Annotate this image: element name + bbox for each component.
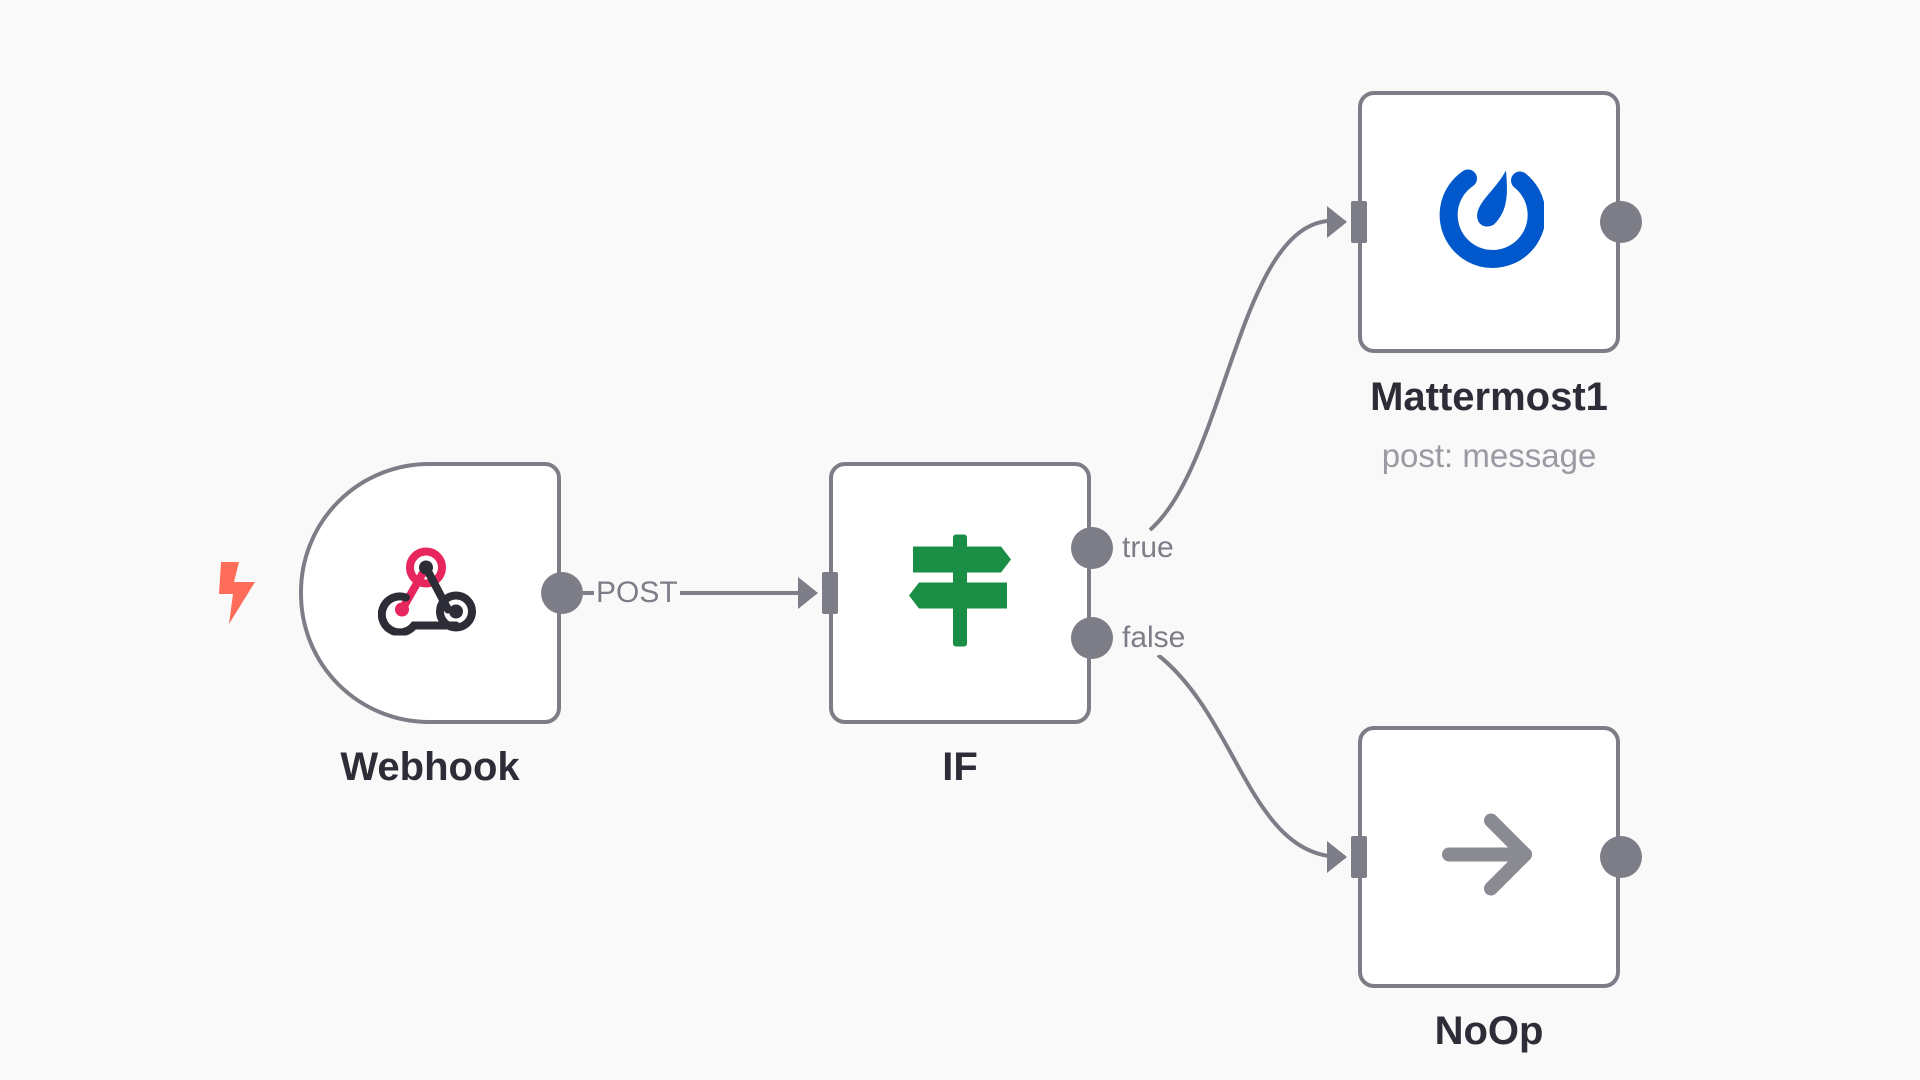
webhook-title: Webhook: [340, 745, 520, 789]
node-mattermost[interactable]: [1358, 91, 1620, 353]
if-title: IF: [942, 745, 978, 789]
webhook-output-handle[interactable]: [541, 572, 583, 614]
if-false-label: false: [1120, 621, 1188, 655]
arrow-right-icon: [1441, 807, 1537, 908]
noop-input-handle[interactable]: [1351, 836, 1367, 878]
mattermost-subtitle: post: message: [1381, 437, 1597, 474]
node-webhook[interactable]: [299, 462, 561, 724]
mattermost-title: Mattermost1: [1370, 375, 1608, 419]
if-false-output-handle[interactable]: [1071, 617, 1113, 659]
webhook-output-label: POST: [594, 576, 680, 610]
connection-if-true-mattermost[interactable]: [1148, 218, 1346, 532]
if-input-handle[interactable]: [822, 572, 838, 614]
signpost-icon: [905, 534, 1015, 652]
if-true-label: true: [1120, 531, 1176, 565]
noop-output-handle[interactable]: [1600, 836, 1642, 878]
node-if[interactable]: [829, 462, 1091, 724]
mattermost-output-handle[interactable]: [1600, 201, 1642, 243]
lightning-bolt-icon: [217, 560, 257, 631]
connection-arrow-noop: [1327, 841, 1347, 873]
connection-arrow-if: [798, 577, 818, 609]
mattermost-input-handle[interactable]: [1351, 201, 1367, 243]
connection-if-false-noop[interactable]: [1156, 653, 1346, 860]
connection-arrow-mattermost: [1327, 206, 1347, 238]
noop-title: NoOp: [1434, 1009, 1544, 1053]
mattermost-icon: [1434, 165, 1546, 280]
node-noop[interactable]: [1358, 726, 1620, 988]
if-true-output-handle[interactable]: [1071, 527, 1113, 569]
webhook-icon: [377, 546, 482, 641]
